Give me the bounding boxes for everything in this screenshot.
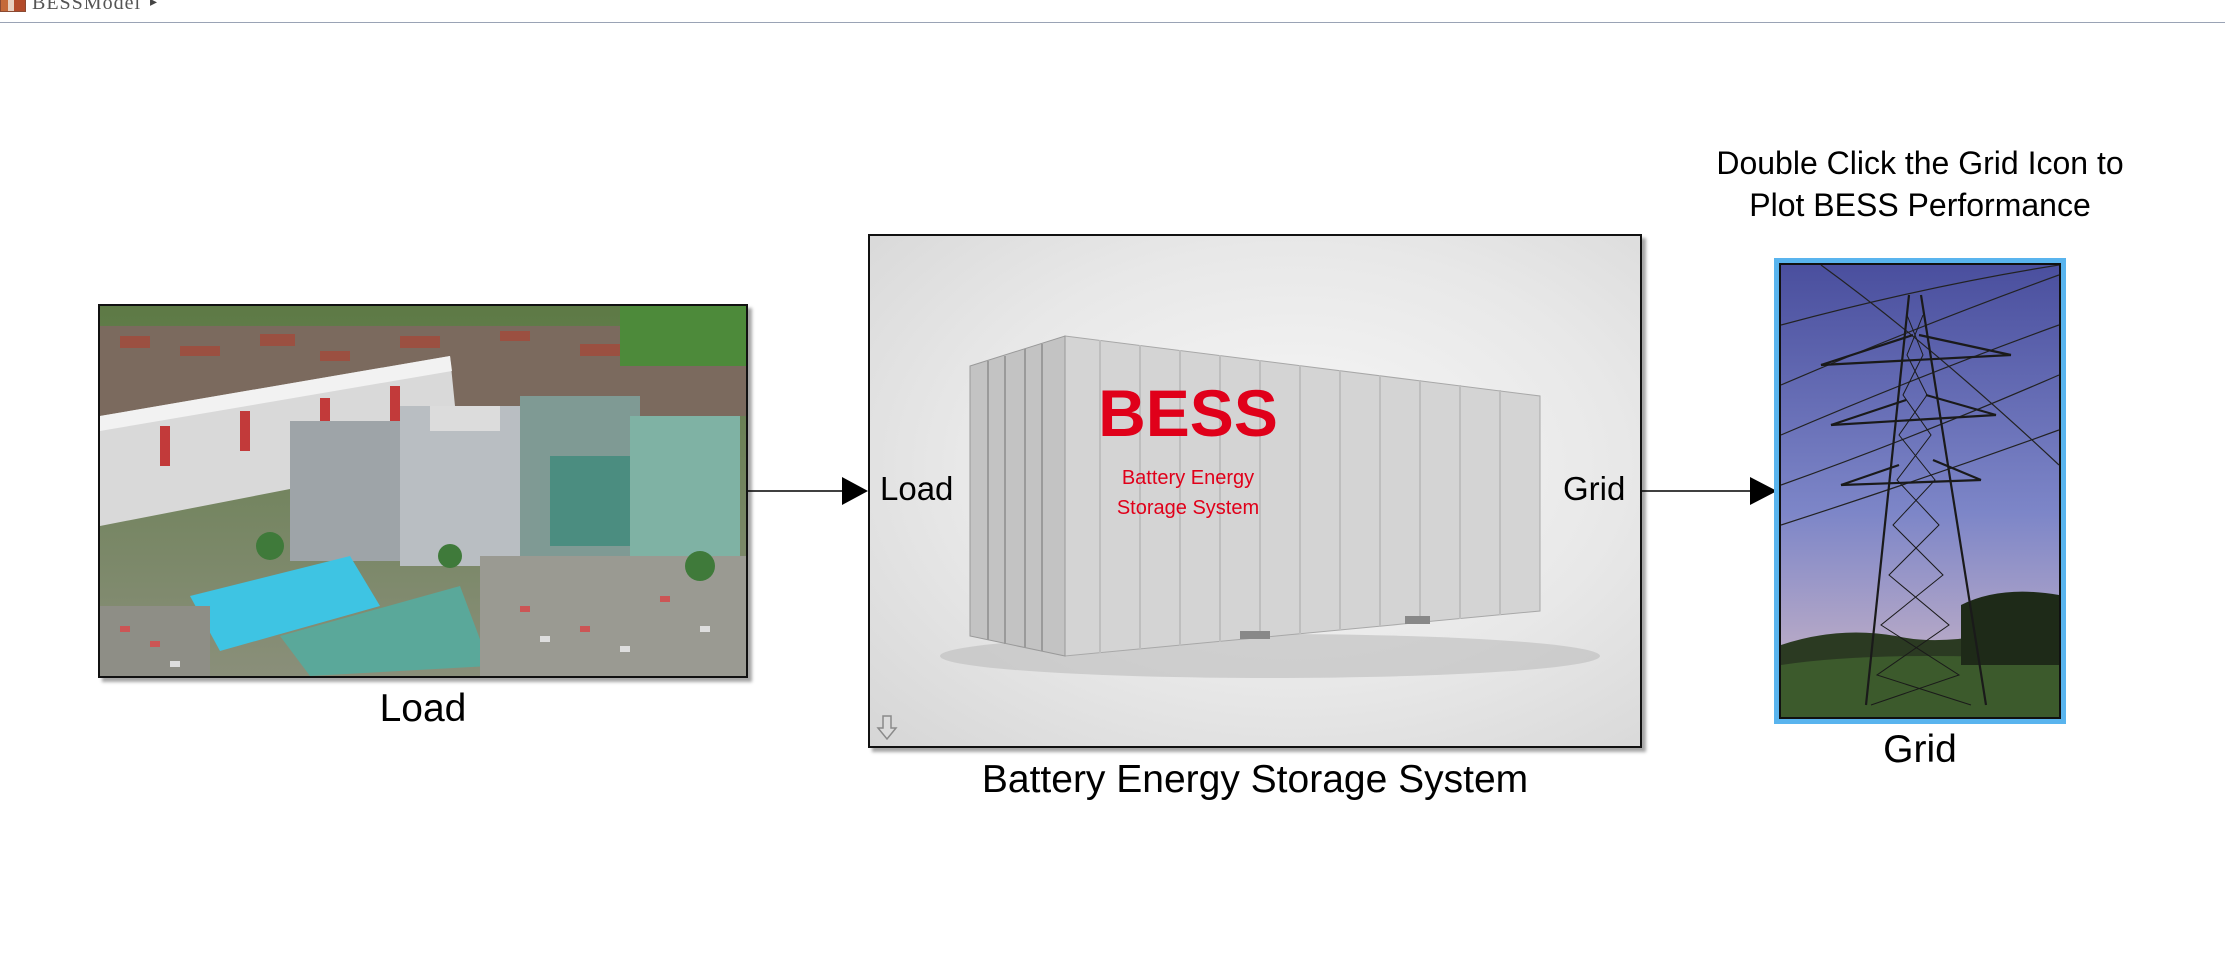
bess-container-image: BESS Battery Energy Storage System bbox=[940, 335, 1600, 678]
annotation-line-1: Double Click the Grid Icon to bbox=[1716, 145, 2124, 181]
model-icon bbox=[0, 0, 26, 12]
grid-block-frame bbox=[1779, 263, 2061, 719]
breadcrumb-model-name[interactable]: BESSModel bbox=[32, 0, 142, 14]
bess-container-subtitle-1: Battery Energy bbox=[1122, 467, 1254, 489]
bess-input-port-label: Load bbox=[880, 470, 954, 507]
load-block[interactable] bbox=[98, 304, 748, 678]
signal-arrow-icon bbox=[842, 477, 868, 505]
bess-output-port-label: Grid bbox=[1563, 470, 1626, 507]
breadcrumb: BESSModel ▸ bbox=[0, 0, 2225, 23]
grid-block-label[interactable]: Grid bbox=[1883, 728, 1957, 771]
signal-arrow-icon bbox=[1750, 477, 1777, 505]
bess-subsystem-block[interactable]: BESS Battery Energy Storage System bbox=[868, 234, 1642, 748]
annotation-text[interactable]: Double Click the Grid Icon to Plot BESS … bbox=[1660, 142, 2180, 226]
transmission-tower-image bbox=[1781, 265, 2059, 717]
load-block-label[interactable]: Load bbox=[379, 687, 467, 730]
annotation-line-2: Plot BESS Performance bbox=[1749, 187, 2091, 223]
load-building-image bbox=[100, 306, 746, 676]
breadcrumb-arrow-icon[interactable]: ▸ bbox=[150, 0, 158, 9]
bess-container-subtitle-2: Storage System bbox=[1117, 497, 1259, 519]
bess-block-label[interactable]: Battery Energy Storage System bbox=[981, 758, 1529, 801]
grid-block[interactable] bbox=[1774, 258, 2066, 724]
library-link-icon bbox=[876, 715, 898, 741]
bess-container-title: BESS bbox=[1098, 376, 1278, 450]
